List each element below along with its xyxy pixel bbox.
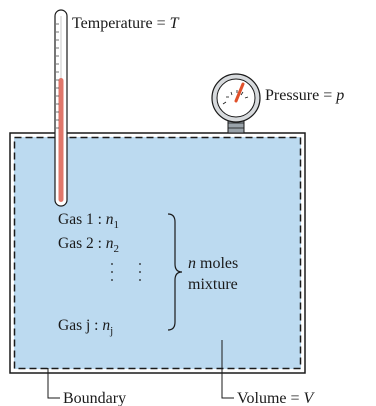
- mixture-label-line1: n moles: [188, 255, 238, 272]
- mixture-label-line2: mixture: [188, 276, 238, 293]
- temperature-label: Temperature = T: [72, 15, 180, 32]
- thermometer: [54, 9, 68, 207]
- gas-2-label: Gas 2 : n2: [58, 235, 119, 255]
- boundary-label: Boundary: [63, 390, 126, 406]
- volume-label: Volume = V: [237, 390, 316, 406]
- system-boundary: [13, 136, 302, 370]
- vertical-ellipsis: [111, 263, 141, 281]
- gas-1-label: Gas 1 : n1: [58, 211, 119, 231]
- pressure-gauge: [211, 73, 261, 134]
- pressure-label: Pressure = p: [265, 87, 344, 104]
- boundary-leader: [47, 368, 60, 399]
- volume-leader: [221, 340, 234, 399]
- mixture-brace: [167, 213, 183, 331]
- gas-j-label: Gas j : nj: [58, 317, 113, 337]
